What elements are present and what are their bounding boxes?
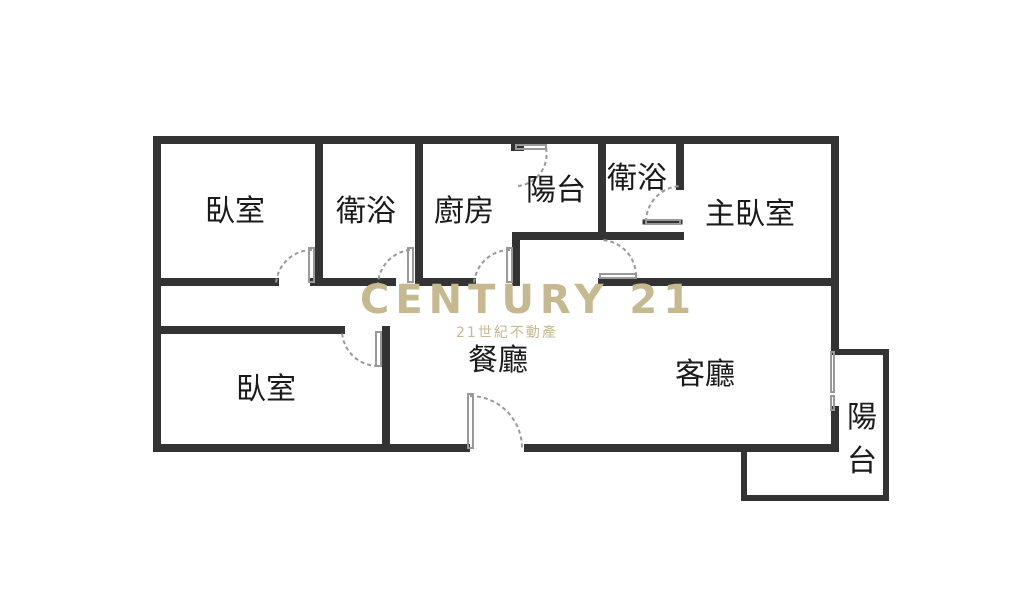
century21-watermark-subtitle: 21世紀不動產 [456, 325, 558, 341]
room-label-balcony-1: 陽台 [526, 173, 586, 208]
walls [153, 136, 889, 501]
balcony-2-label-bottom: 台 [847, 443, 877, 479]
room-label-master-bedroom: 主臥室 [705, 197, 795, 232]
doors [275, 144, 835, 449]
room-label-kitchen: 廚房 [434, 194, 494, 229]
room-label-bedroom-2: 臥室 [236, 372, 296, 407]
room-label-bathroom-2: 衛浴 [607, 161, 667, 196]
room-label-bathroom-1: 衛浴 [336, 194, 396, 229]
room-label-balcony-2: 陽 台 [845, 396, 879, 483]
century21-watermark-logo: CENTURY 21 [360, 277, 698, 323]
room-label-living-room: 客廳 [675, 357, 735, 392]
room-label-dining-room: 餐廳 [468, 343, 528, 378]
balcony-2-label-top: 陽 [847, 400, 877, 435]
room-label-bedroom-1: 臥室 [205, 194, 265, 229]
